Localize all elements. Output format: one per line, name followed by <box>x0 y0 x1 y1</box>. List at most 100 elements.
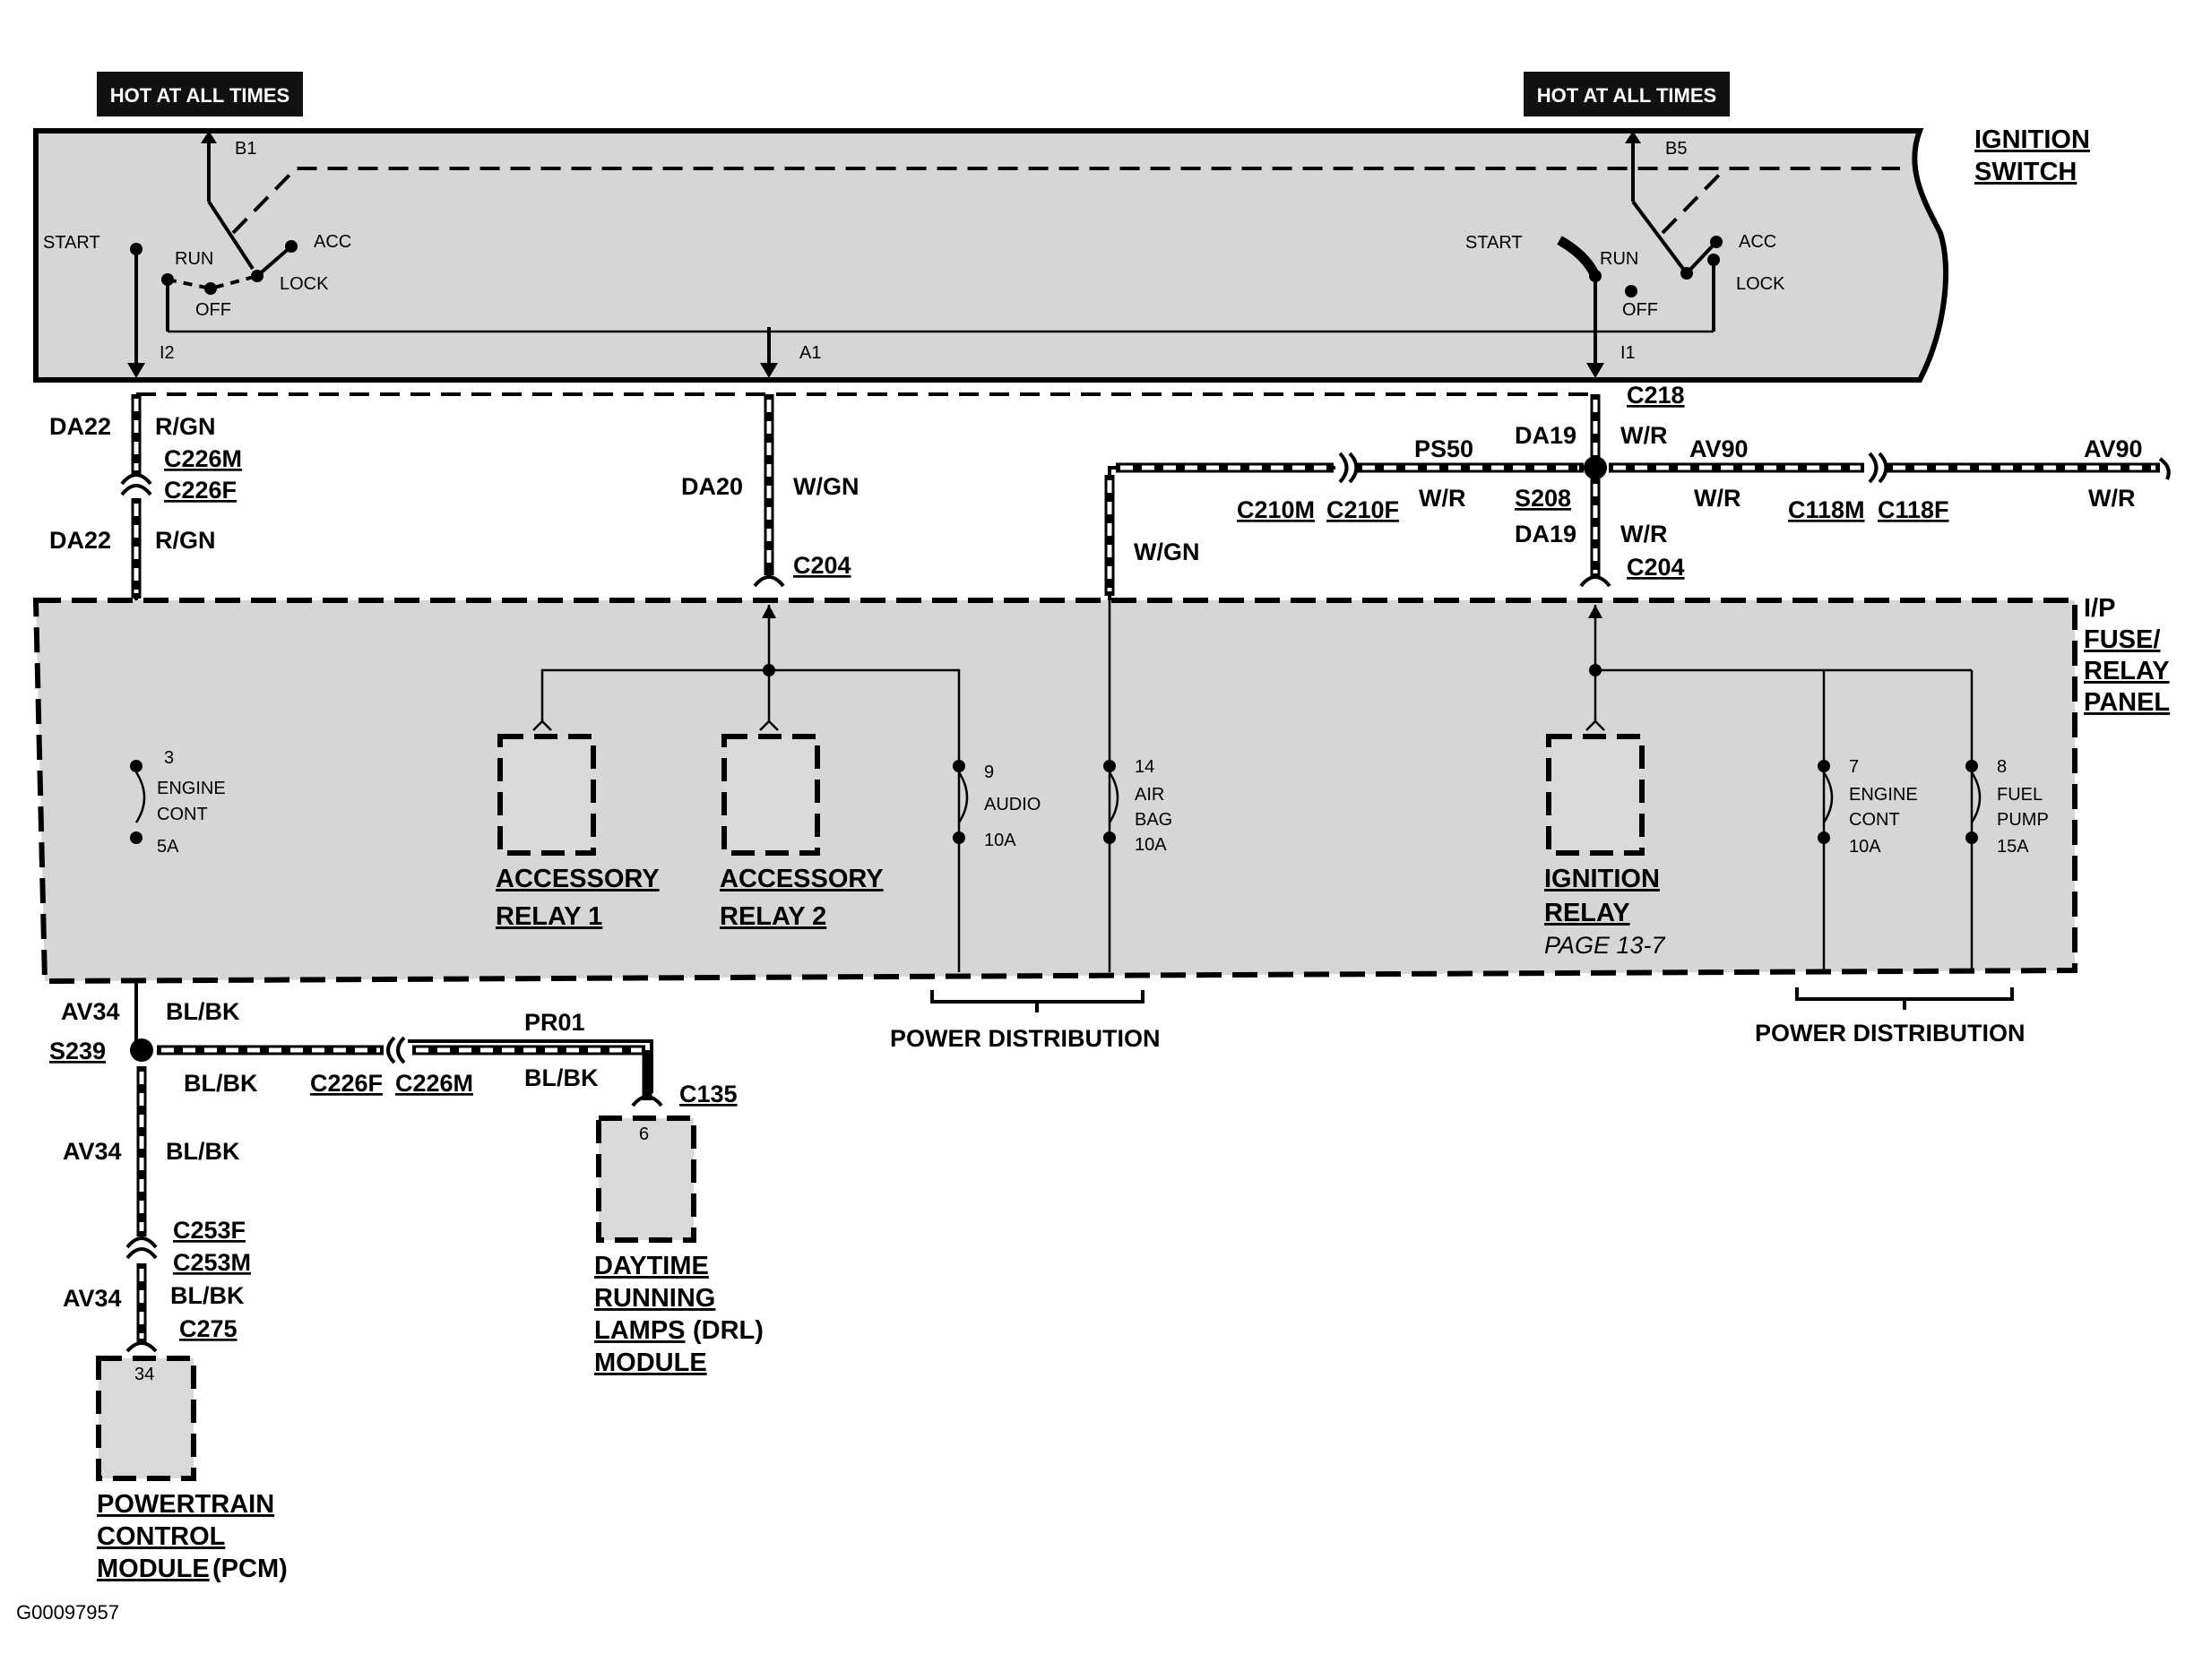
panel-title-4: PANEL <box>2084 688 2170 717</box>
wire-pr01 <box>157 1036 663 1107</box>
wgn-label: W/GN <box>793 473 859 500</box>
fuse-8-labels: 8 FUEL PUMP 15A <box>1997 757 2049 857</box>
panel-title-1: I/P <box>2084 594 2115 623</box>
left-lock-label: LOCK <box>280 274 329 294</box>
ignition-switch-title-2: SWITCH <box>1974 158 2077 186</box>
fuse-3-labels: 3 ENGINE CONT 5A <box>157 748 226 857</box>
pcm-label-4: (PCM) <box>212 1555 288 1583</box>
left-start-label: START <box>43 233 100 253</box>
ign-relay-label-2: RELAY <box>1544 899 1630 927</box>
wr-ps50-label: W/R <box>1419 485 1465 512</box>
svg-text:PUMP: PUMP <box>1997 810 2049 830</box>
c226f-label: C226F <box>164 477 237 504</box>
c226f-b-label: C226F <box>310 1070 383 1097</box>
rgn-top-label: R/GN <box>155 413 216 440</box>
rgn-bot-label: R/GN <box>155 527 216 554</box>
av34-c-label: AV34 <box>63 1285 122 1312</box>
svg-text:BAG: BAG <box>1135 810 1172 830</box>
c204-right-label: C204 <box>1627 554 1685 581</box>
fuse-relay-panel <box>32 598 2077 985</box>
pcm-module <box>96 1356 196 1481</box>
av34-b-label: AV34 <box>63 1138 122 1165</box>
svg-text:9: 9 <box>984 762 994 782</box>
figure-id: G00097957 <box>16 1601 119 1624</box>
s239-label: S239 <box>49 1038 106 1064</box>
drl-label-4: (DRL) <box>693 1316 764 1345</box>
svg-text:5A: 5A <box>157 837 179 857</box>
wgn-right-label: W/GN <box>1134 538 1200 565</box>
c226m-b-label: C226M <box>395 1070 473 1097</box>
panel-title-2: FUSE/ <box>2084 625 2160 654</box>
ignition-switch-left-contacts <box>127 131 1595 378</box>
da19-top-label: DA19 <box>1515 422 1576 449</box>
da22-bot-label: DA22 <box>49 527 111 554</box>
s208-label: S208 <box>1515 485 1571 512</box>
wire-da19 <box>1579 394 1611 588</box>
blbk-pr01-label: BL/BK <box>524 1064 599 1091</box>
c204-mid-label: C204 <box>793 552 851 579</box>
c226m-label: C226M <box>164 445 242 472</box>
pcm-pin: 34 <box>134 1365 154 1384</box>
c118f-label: C118F <box>1878 496 1949 523</box>
svg-text:FUEL: FUEL <box>1997 785 2043 805</box>
power-distribution-right: POWER DISTRIBUTION <box>1755 1020 2026 1047</box>
svg-text:8: 8 <box>1997 757 2007 777</box>
right-off-label: OFF <box>1622 300 1658 320</box>
svg-text:10A: 10A <box>1135 835 1167 855</box>
drl-pin: 6 <box>639 1124 649 1144</box>
svg-text:ENGINE: ENGINE <box>1849 785 1918 805</box>
svg-text:HOT AT ALL TIMES: HOT AT ALL TIMES <box>110 84 289 107</box>
da22-top-label: DA22 <box>49 413 111 440</box>
wire-av34 <box>125 981 158 1353</box>
wr-av90-b-label: W/R <box>2088 485 2135 512</box>
ignition-switch-box <box>33 128 1949 383</box>
av90-b-label: AV90 <box>2084 435 2143 462</box>
drl-label-5: MODULE <box>594 1348 707 1377</box>
acc-relay-1-label: ACCESSORY <box>496 865 660 893</box>
pcm-label-3: MODULE <box>97 1555 210 1583</box>
svg-text:ENGINE: ENGINE <box>157 779 226 798</box>
drl-label-1: DAYTIME <box>594 1252 709 1280</box>
right-run-label: RUN <box>1600 249 1638 269</box>
accessory-relay-1 <box>497 734 596 856</box>
wr-top-label: W/R <box>1620 422 1667 449</box>
svg-text:7: 7 <box>1849 757 1859 777</box>
wire-da20 <box>753 394 785 588</box>
c210m-label: C210M <box>1237 496 1315 523</box>
pr01-label: PR01 <box>524 1009 585 1036</box>
drl-label-3: LAMPS <box>594 1316 686 1345</box>
accessory-relay-2 <box>721 734 820 856</box>
c210f-label: C210F <box>1326 496 1399 523</box>
c118m-label: C118M <box>1788 496 1865 523</box>
ignition-switch-title: IGNITION <box>1974 125 2090 154</box>
wr-av90-a-label: W/R <box>1694 485 1741 512</box>
acc-relay-2-label: ACCESSORY <box>720 865 884 893</box>
wr-bot-label: W/R <box>1620 521 1667 547</box>
ign-relay-page: PAGE 13-7 <box>1544 932 1666 959</box>
power-distribution-left: POWER DISTRIBUTION <box>890 1025 1161 1052</box>
acc-relay-1-label-2: RELAY 1 <box>496 902 602 931</box>
blbk-d-label: BL/BK <box>170 1282 245 1309</box>
da20-label: DA20 <box>681 473 743 500</box>
a1-label: A1 <box>799 343 821 363</box>
ps50-label: PS50 <box>1414 435 1473 462</box>
svg-text:AUDIO: AUDIO <box>984 795 1041 814</box>
hot-at-all-times-tag-right: HOT AT ALL TIMES <box>1524 72 1730 116</box>
left-b1-label: B1 <box>235 139 256 159</box>
c218-label: C218 <box>1627 382 1685 409</box>
blbk-b-label: BL/BK <box>184 1070 258 1097</box>
wire-ps50 <box>1104 452 1584 600</box>
panel-title-3: RELAY <box>2084 657 2170 685</box>
c275-label: C275 <box>179 1315 238 1342</box>
svg-text:15A: 15A <box>1997 837 2029 857</box>
right-b5-label: B5 <box>1665 139 1687 159</box>
right-lock-label: LOCK <box>1736 274 1785 294</box>
ignition-relay <box>1546 734 1645 856</box>
acc-relay-2-label-2: RELAY 2 <box>720 902 826 931</box>
left-off-label: OFF <box>195 300 231 320</box>
blbk-c-label: BL/BK <box>166 1138 240 1165</box>
ign-relay-label: IGNITION <box>1544 865 1660 893</box>
pcm-label-1: POWERTRAIN <box>97 1490 274 1519</box>
left-i2-label: I2 <box>160 343 175 363</box>
